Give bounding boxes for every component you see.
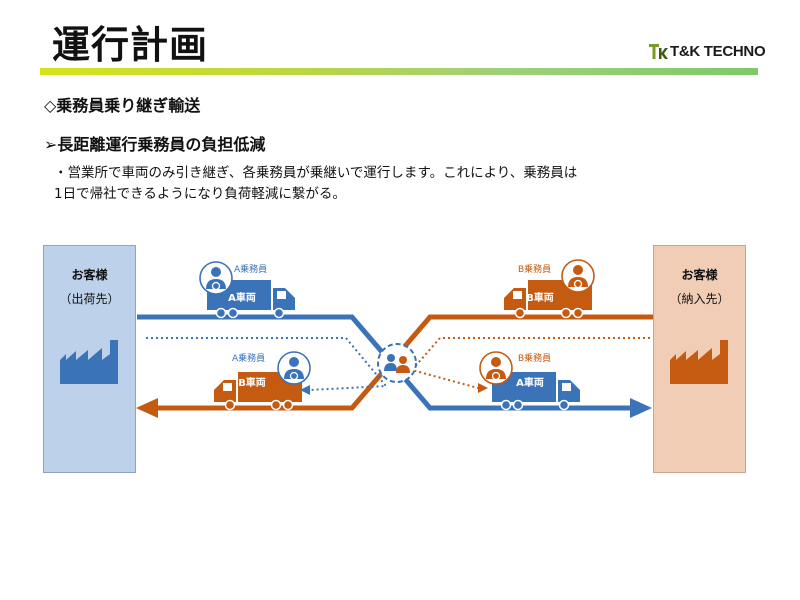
- page-title: 運行計画: [52, 23, 209, 67]
- logo-mark-icon: [649, 44, 668, 59]
- vehicle-label: B車両: [526, 291, 554, 304]
- consignee-label: お客様: [681, 268, 718, 282]
- relay-handoff-icon: [377, 343, 417, 383]
- section-heading: ◇乗務員乗り継ぎ輸送: [44, 96, 201, 115]
- vehicle-label: A車両: [228, 291, 256, 304]
- truck-a-crew-a-vehicle: A車両 A乗務員: [199, 261, 296, 319]
- shipper-label: お客様: [71, 268, 108, 282]
- vehicle-label: B車両: [238, 376, 266, 389]
- arrow-left-head: [136, 398, 158, 418]
- driver-icon: [479, 351, 513, 385]
- consignee-sublabel: （納入先）: [669, 292, 730, 306]
- factory-icon: [60, 340, 118, 384]
- dotted-arrow-right: [478, 383, 488, 393]
- crew-label: B乗務員: [518, 352, 551, 364]
- route-orange-dotted: [410, 337, 650, 389]
- crew-label: A乗務員: [232, 352, 265, 364]
- description-line-1: ・営業所で車両のみ引き継ぎ、各乗務員が乗継いで運行します。これにより、乗務員は: [54, 165, 578, 181]
- shipper-sublabel: （出荷先）: [59, 292, 120, 306]
- dotted-arrow-left: [300, 385, 310, 395]
- factory-icon: [670, 340, 728, 384]
- truck-b-crew-a-vehicle: A車両 B乗務員: [479, 351, 581, 411]
- consignee-panel: お客様 （納入先）: [653, 245, 746, 473]
- truck-b-crew-b-vehicle: B車両 B乗務員: [503, 259, 595, 319]
- subsection-heading: ➢長距離運行乗務員の負担低減: [44, 135, 266, 154]
- driver-icon: [199, 261, 233, 295]
- description-line-2: 1日で帰社できるようになり負荷軽減に繋がる。: [54, 186, 346, 202]
- logo-text: T&K TECHNO: [670, 42, 766, 60]
- title-underline: [40, 68, 758, 75]
- driver-icon: [277, 351, 311, 385]
- route-blue-dotted: [146, 337, 389, 391]
- crew-label: A乗務員: [234, 263, 267, 275]
- crew-label: B乗務員: [518, 263, 551, 275]
- vehicle-label: A車両: [516, 376, 544, 389]
- arrow-right-head: [630, 398, 652, 418]
- shipper-panel: お客様 （出荷先）: [43, 245, 136, 473]
- description-text: ・営業所で車両のみ引き継ぎ、各乗務員が乗継いで運行します。これにより、乗務員は …: [54, 163, 694, 205]
- truck-a-crew-b-vehicle: B車両 A乗務員: [213, 351, 311, 411]
- company-logo: T&K TECHNO: [648, 42, 766, 60]
- driver-icon: [561, 259, 595, 293]
